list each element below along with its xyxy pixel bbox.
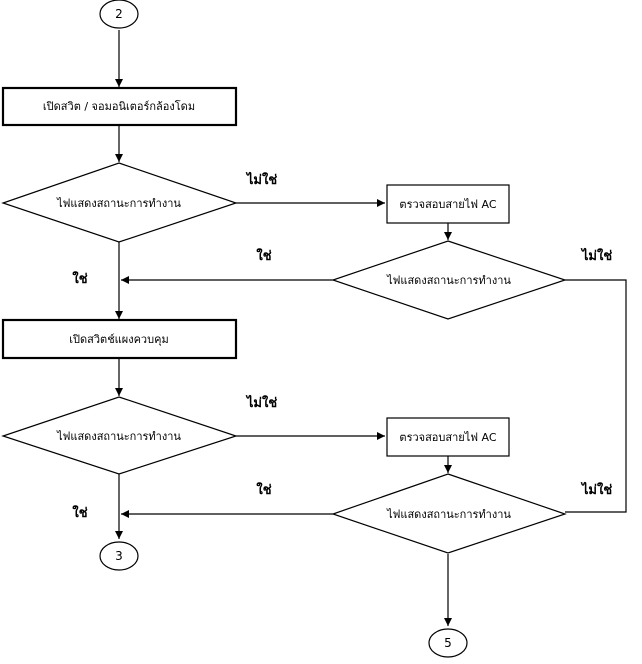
edge-label-no-2: ไม่ใช่	[580, 247, 612, 264]
process-turn-on-control-panel-label: เปิดสวิตช์แผงควบคุม	[69, 333, 168, 346]
decision-status-light-1: ไฟแสดงสถานะการทำงาน	[1, 162, 238, 243]
connector-start-label: 2	[115, 7, 123, 21]
decision-status-light-3-label: ไฟแสดงสถานะการทำงาน	[56, 430, 181, 443]
edge-label-no-3: ไม่ใช่	[245, 394, 277, 411]
decision-status-light-2: ไฟแสดงสถานะการทำงาน	[331, 240, 567, 320]
process-turn-on-computer: เปิดสวิต / จอมอนิเตอร์กล้องโดม	[1, 86, 238, 127]
process-turn-on-control-panel: เปิดสวิตช์แผงควบคุม	[1, 318, 238, 360]
edge-label-yes-3: ใช่	[72, 504, 87, 521]
decision-status-light-3: ไฟแสดงสถานะการทำงาน	[1, 396, 238, 475]
edge-labels: ไม่ใช่ ใช่ ใช่ ไม่ใช่ ไม่ใช่ ใช่ ใช่ ไม่…	[72, 171, 612, 521]
process-check-ac-power-2: ตรวจสอบสายไฟ AC	[386, 417, 510, 457]
connector-end-3: 3	[99, 541, 139, 571]
decision-status-light-1-label: ไฟแสดงสถานะการทำงาน	[56, 197, 181, 210]
connector-end-5-label: 5	[444, 636, 452, 650]
process-turn-on-computer-label: เปิดสวิต / จอมอนิเตอร์กล้องโดม	[43, 99, 195, 113]
edge-label-yes-2: ใช่	[256, 247, 271, 264]
edge-label-yes-1: ใช่	[72, 270, 87, 287]
process-check-ac-power-2-label: ตรวจสอบสายไฟ AC	[399, 431, 496, 444]
flow-lines	[115, 30, 627, 626]
connector-start: 2	[99, 0, 139, 29]
decision-status-light-4-label: ไฟแสดงสถานะการทำงาน	[386, 508, 511, 521]
process-check-ac-power-1: ตรวจสอบสายไฟ AC	[386, 184, 510, 224]
edge-label-no-1: ไม่ใช่	[245, 171, 277, 188]
decision-status-light-4: ไฟแสดงสถานะการทำงาน	[331, 473, 567, 554]
edge-decision-2-no	[565, 279, 627, 513]
decision-status-light-2-label: ไฟแสดงสถานะการทำงาน	[386, 274, 511, 287]
connector-end-5: 5	[428, 628, 468, 658]
process-check-ac-power-1-label: ตรวจสอบสายไฟ AC	[399, 198, 496, 211]
edge-label-yes-4: ใช่	[256, 481, 271, 498]
edge-label-no-4: ไม่ใช่	[580, 481, 612, 498]
connector-end-3-label: 3	[115, 549, 123, 563]
